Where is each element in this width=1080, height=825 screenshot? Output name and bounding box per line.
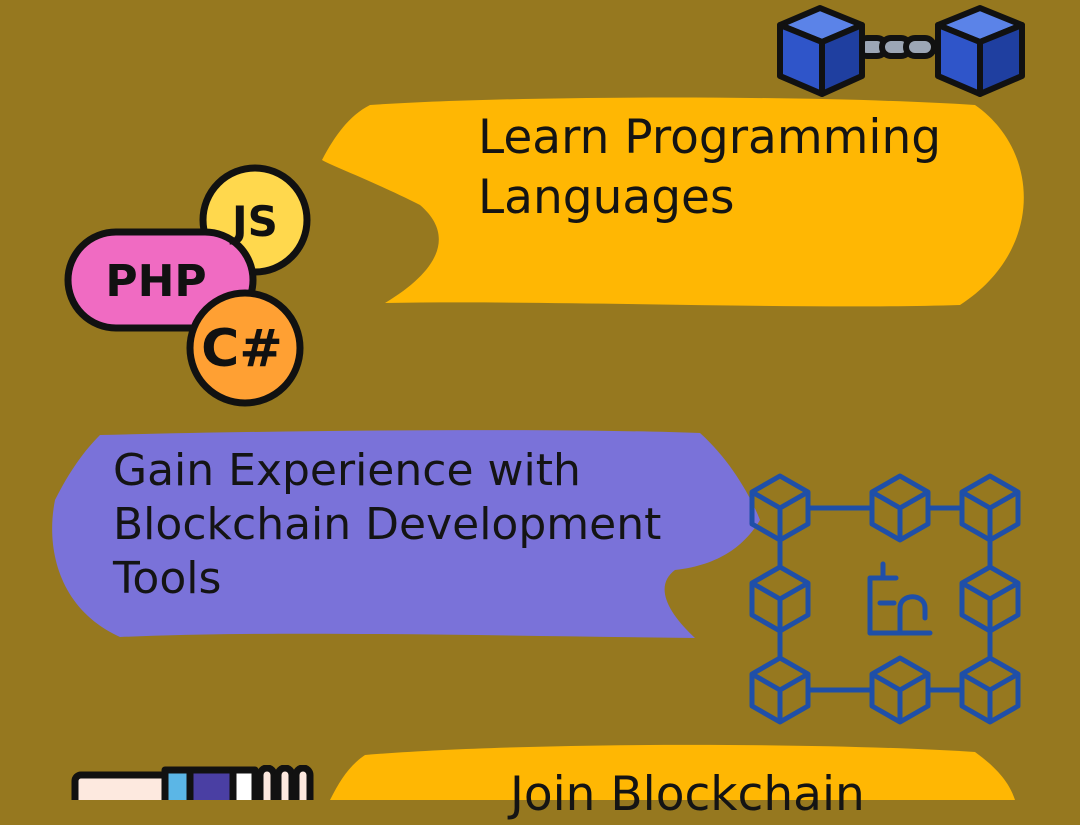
step-3-text-line-1: Join Blockchain	[510, 767, 865, 822]
js-badge-label: JS	[229, 197, 278, 246]
step-1-text-line-2: Languages	[478, 170, 735, 225]
step-1-text: Learn Programming Languages	[478, 108, 998, 228]
blockchain-chain-icon	[770, 0, 1040, 100]
step-3-text: Join Blockchain	[510, 765, 990, 825]
step-2-text: Gain Experience with Blockchain Developm…	[113, 444, 713, 606]
step-2-text-line-3: Tools	[113, 553, 222, 604]
programming-languages-icon: JS PHP C#	[60, 160, 330, 410]
step-2-text-line-2: Blockchain Development	[113, 499, 662, 550]
step-2-text-line-1: Gain Experience with	[113, 445, 581, 496]
csharp-badge-label: C#	[201, 319, 283, 379]
handshake-icon	[65, 765, 315, 800]
blockchain-network-icon	[770, 468, 1035, 728]
step-1-text-line-1: Learn Programming	[478, 110, 942, 165]
php-badge-label: PHP	[105, 256, 206, 307]
